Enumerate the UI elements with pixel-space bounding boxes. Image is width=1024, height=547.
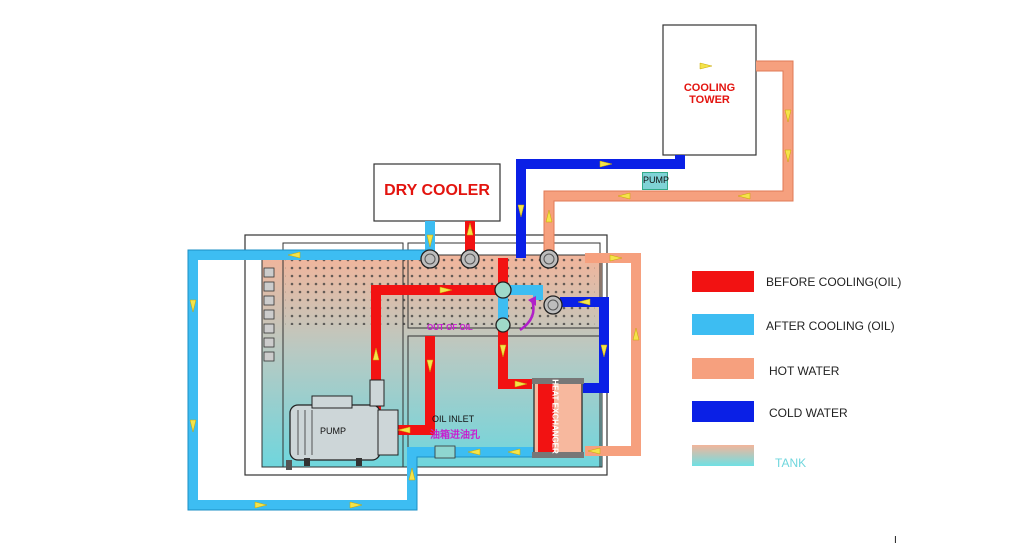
legend-label-hot-water: HOT WATER (769, 364, 840, 378)
out-of-oil-label: OUT OF OIL (427, 323, 473, 332)
dry-cooler-box (373, 163, 501, 222)
small-pump: PUMP (642, 172, 669, 190)
footer-mark: I (894, 535, 897, 546)
legend-swatches (692, 271, 754, 466)
main-pump (289, 379, 399, 466)
heat-exchanger (532, 378, 584, 458)
legend-label-cold-water: COLD WATER (769, 406, 848, 420)
cooling-tower-box (662, 24, 757, 156)
legend-label-before-cooling: BEFORE COOLING(OIL) (766, 275, 902, 289)
pipe-fittings (420, 249, 563, 333)
oil-inlet-cn-label: 油箱进油孔 (430, 430, 480, 441)
heat-exchanger-label: HEAT EXCHANGER (550, 379, 560, 454)
legend-label-after-cooling: AFTER COOLING (OIL) (766, 319, 895, 333)
main-pump-label: PUMP (320, 426, 347, 436)
dry-cooler-label: DRY COOLER (384, 182, 490, 199)
oil-inlet-label: OIL INLET (432, 414, 475, 424)
cooling-tower-label: COOLING TOWER (683, 82, 736, 106)
legend-label-tank: TANK (775, 456, 807, 470)
flow-arrows (189, 62, 792, 509)
oil-inlet-fitting (434, 445, 456, 459)
